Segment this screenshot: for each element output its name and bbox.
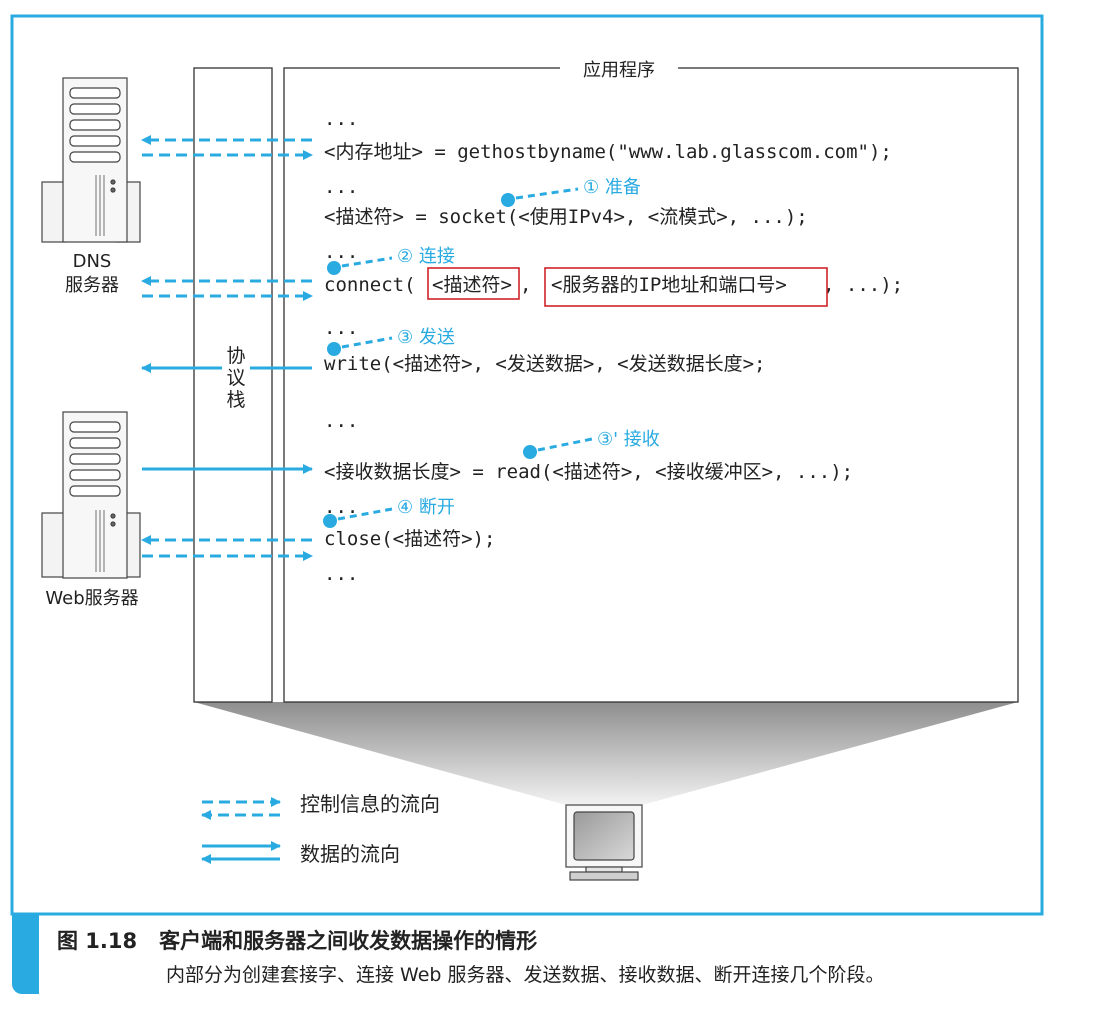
code-line: ... xyxy=(324,563,358,585)
step-prepare: ① 准备 xyxy=(501,177,641,207)
protocol-stack-char-3: 栈 xyxy=(226,389,245,411)
code-line-highlight-address: <服务器的IP地址和端口号> xyxy=(551,274,787,296)
step-receive: ③' 接收 xyxy=(523,429,660,459)
code-line: ... xyxy=(324,317,358,339)
step-send-label: ③ 发送 xyxy=(397,327,455,348)
figure-caption-title: 图 1.18 客户端和服务器之间收发数据操作的情形 xyxy=(57,925,537,955)
step-disconnect-label: ④ 断开 xyxy=(397,497,455,518)
code-line: <内存地址> = gethostbyname("www.lab.glasscom… xyxy=(324,141,892,163)
step-connect-label: ② 连接 xyxy=(397,246,455,267)
step-send: ③ 发送 xyxy=(327,327,455,356)
code-line: <接收数据长度> = read(<描述符>, <接收缓冲区>, ...); xyxy=(324,461,853,483)
code-line: connect( xyxy=(324,274,416,296)
code-line: , xyxy=(520,274,531,296)
projection-beam xyxy=(194,702,1018,805)
web-server-icon xyxy=(41,411,141,579)
step-disconnect: ④ 断开 xyxy=(323,497,455,528)
application-label: 应用程序 xyxy=(583,60,655,81)
protocol-stack-box xyxy=(193,67,273,703)
protocol-stack-char-1: 协 xyxy=(226,345,245,367)
highlight-box-address xyxy=(544,267,828,307)
legend-control-label: 控制信息的流向 xyxy=(300,792,440,816)
code-line: , ...); xyxy=(823,274,903,296)
dns-server-label-2: 服务器 xyxy=(65,275,119,296)
step-prepare-label: ① 准备 xyxy=(583,177,641,198)
code-line: ... xyxy=(324,410,358,432)
step-connect: ② 连接 xyxy=(327,246,455,275)
legend: 控制信息的流向 数据的流向 xyxy=(201,792,440,866)
code-block: ... <内存地址> = gethostbyname("www.lab.glas… xyxy=(324,108,903,585)
code-line: ... xyxy=(324,108,358,130)
code-line: write(<描述符>, <发送数据>, <发送数据长度>; xyxy=(324,353,765,375)
step-receive-label: ③' 接收 xyxy=(597,429,660,450)
dns-server-label-1: DNS xyxy=(73,251,112,272)
highlight-box-descriptor xyxy=(427,267,520,300)
web-server-label: Web服务器 xyxy=(45,588,138,609)
code-line: close(<描述符>); xyxy=(324,528,495,550)
code-line-highlight-descriptor: <描述符> xyxy=(432,274,512,296)
outer-frame xyxy=(10,14,1044,916)
code-line: ... xyxy=(324,241,358,263)
monitor-icon xyxy=(565,804,643,881)
caption-accent-bar xyxy=(12,914,39,994)
code-line: <描述符> = socket(<使用IPv4>, <流模式>, ...); xyxy=(324,206,808,228)
code-line: ... xyxy=(324,496,358,518)
dns-server-icon xyxy=(41,77,141,243)
figure-title: 客户端和服务器之间收发数据操作的情形 xyxy=(159,929,538,953)
figure-caption-description: 内部分为创建套接字、连接 Web 服务器、发送数据、接收数据、断开连接几个阶段。 xyxy=(166,964,885,986)
application-box xyxy=(283,67,1019,703)
code-line: ... xyxy=(324,176,358,198)
figure-number: 图 1.18 xyxy=(57,929,138,953)
legend-data-label: 数据的流向 xyxy=(300,842,400,866)
protocol-stack-char-2: 议 xyxy=(226,367,245,389)
